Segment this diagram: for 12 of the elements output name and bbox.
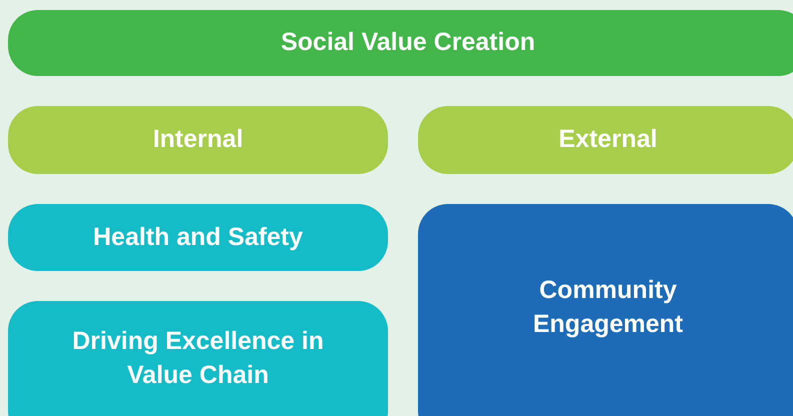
category-box	[8, 106, 388, 174]
box-label: Driving Excellence in Value Chain	[71, 326, 325, 391]
category-box	[418, 106, 793, 174]
box-label: Social Value Creation	[280, 27, 536, 58]
title-banner	[8, 10, 793, 76]
box-label: External	[558, 124, 658, 156]
topic-box	[8, 204, 388, 271]
box-label: Internal	[152, 124, 244, 156]
box-label: Community Engagement	[532, 274, 684, 340]
box-label: Health and Safety	[93, 222, 303, 253]
topic-box	[418, 204, 793, 416]
topic-box	[8, 301, 388, 416]
